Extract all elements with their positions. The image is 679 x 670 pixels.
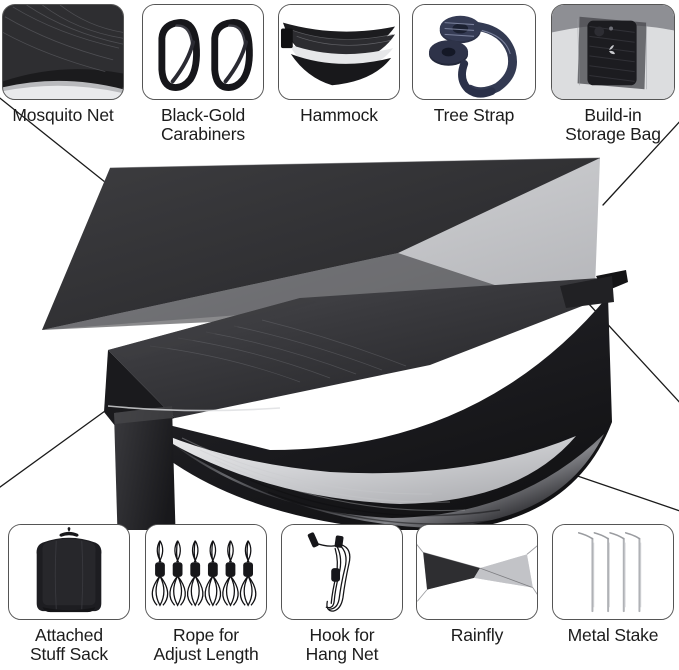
callout-hammock[interactable]: Hammock bbox=[278, 4, 400, 125]
net-hook-icon bbox=[282, 525, 402, 619]
tree-strap-thumbnail bbox=[412, 4, 536, 100]
callout-label-metal-stake: Metal Stake bbox=[567, 625, 659, 645]
callout-label-build-in-storage-bag: Build-in Storage Bag bbox=[565, 105, 661, 144]
carabiners-thumbnail bbox=[142, 4, 264, 100]
storage-bag-icon bbox=[552, 5, 674, 99]
hero-rainfly bbox=[42, 157, 601, 330]
adjust-rope-icon bbox=[146, 525, 266, 619]
hero-hammock-illustration bbox=[42, 157, 628, 530]
callout-label-rainfly: Rainfly bbox=[450, 625, 504, 645]
callout-label-black-gold-carabiners: Black-Gold Carabiners bbox=[160, 105, 246, 144]
hero-zipper bbox=[107, 405, 281, 412]
callout-black-gold-carabiners[interactable]: Black-Gold Carabiners bbox=[142, 4, 264, 144]
callout-metal-stake[interactable]: Metal Stake bbox=[552, 524, 674, 645]
callout-build-in-storage-bag[interactable]: Build-in Storage Bag bbox=[551, 4, 675, 144]
callout-hook-for-hang-net[interactable]: Hook for Hang Net bbox=[281, 524, 403, 664]
callout-label-rope-for-adjust-length: Rope for Adjust Length bbox=[153, 625, 259, 664]
net-hook-thumbnail bbox=[281, 524, 403, 620]
callout-label-hook-for-hang-net: Hook for Hang Net bbox=[305, 625, 379, 664]
callout-rope-for-adjust-length[interactable]: Rope for Adjust Length bbox=[145, 524, 267, 664]
callout-attached-stuff-sack[interactable]: Attached Stuff Sack bbox=[8, 524, 130, 664]
metal-stake-icon bbox=[553, 525, 673, 619]
adjust-rope-thumbnail bbox=[145, 524, 267, 620]
mosquito-net-swatch-icon bbox=[3, 5, 123, 99]
rainfly-icon bbox=[417, 525, 537, 619]
hammock-icon bbox=[279, 5, 399, 99]
hero-side-pocket bbox=[114, 406, 176, 530]
callout-label-tree-strap: Tree Strap bbox=[433, 105, 515, 125]
storage-bag-thumbnail bbox=[551, 4, 675, 100]
callout-label-mosquito-net: Mosquito Net bbox=[12, 105, 114, 125]
callout-tree-strap[interactable]: Tree Strap bbox=[412, 4, 536, 125]
tree-strap-icon bbox=[413, 5, 535, 99]
hammock-thumbnail bbox=[278, 4, 400, 100]
callout-label-hammock: Hammock bbox=[300, 105, 378, 125]
mosquito-net-thumbnail bbox=[2, 4, 124, 100]
callout-mosquito-net[interactable]: Mosquito Net bbox=[2, 4, 124, 125]
metal-stake-thumbnail bbox=[552, 524, 674, 620]
stuff-sack-icon bbox=[9, 525, 129, 619]
rainfly-thumbnail bbox=[416, 524, 538, 620]
stuff-sack-thumbnail bbox=[8, 524, 130, 620]
callout-label-attached-stuff-sack: Attached Stuff Sack bbox=[30, 625, 108, 664]
carabiner-pair-icon bbox=[143, 5, 263, 99]
callout-rainfly[interactable]: Rainfly bbox=[416, 524, 538, 645]
